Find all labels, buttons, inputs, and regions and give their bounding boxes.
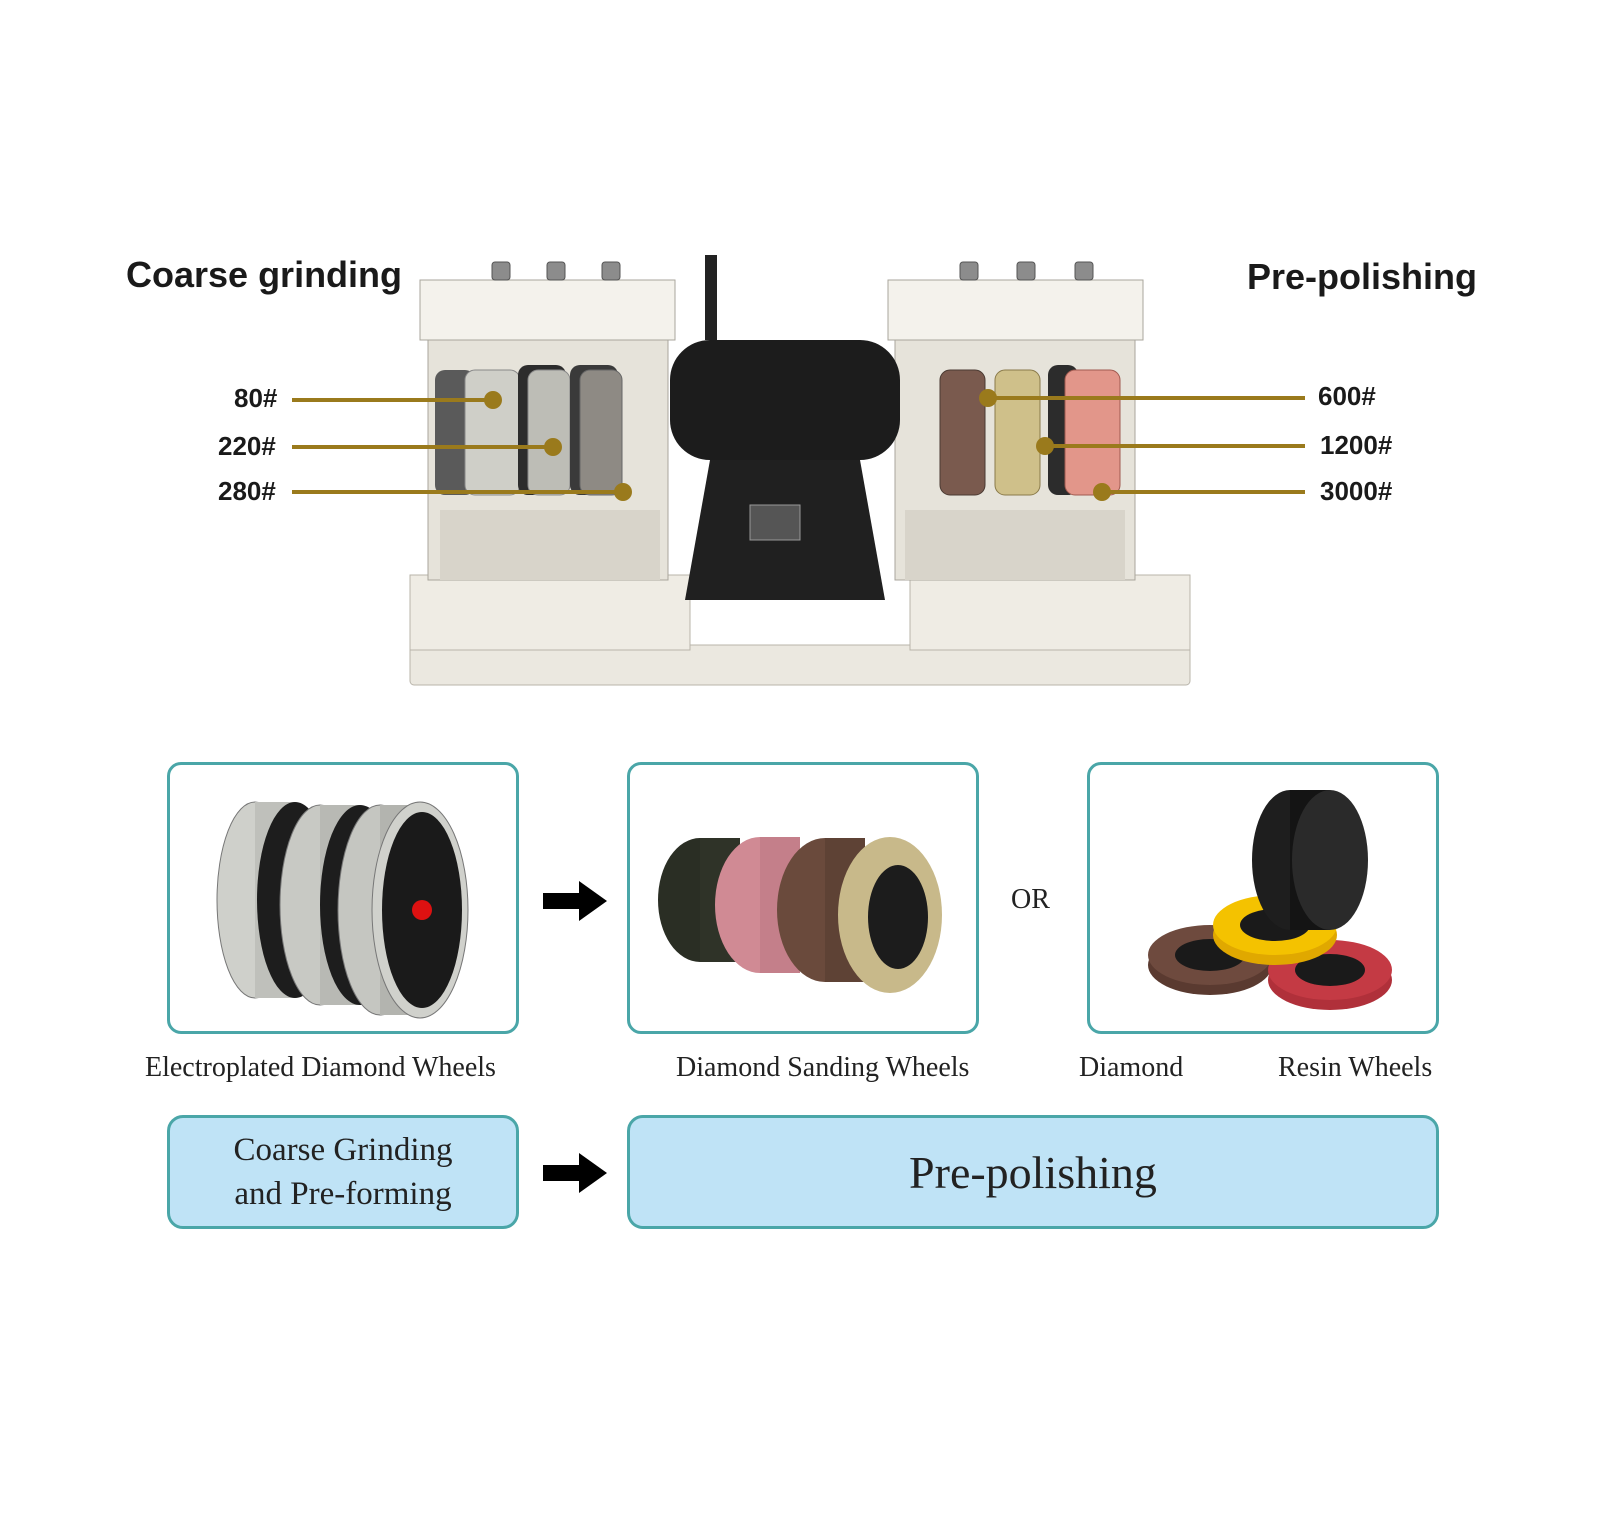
sanding-caption: Diamond Sanding Wheels <box>676 1052 970 1083</box>
coarse-grinding-stage: Coarse Grinding and Pre-forming <box>167 1115 519 1229</box>
grit-label-1200: 1200# <box>1320 430 1393 460</box>
grit-label-80: 80# <box>234 383 278 413</box>
arrow-right-icon <box>543 881 607 921</box>
sanding-wheels-image <box>658 837 942 993</box>
resin-wheels-image <box>1148 790 1392 1010</box>
grit-marker-220 <box>544 438 562 456</box>
grit-marker-600 <box>979 389 997 407</box>
arrow-right-icon <box>543 1153 607 1193</box>
electroplated-wheels-image <box>216 801 469 1019</box>
coarse-stage-line2: and Pre-forming <box>234 1176 452 1212</box>
coarse-grinding-title: Coarse grinding <box>126 254 403 295</box>
grit-leader-280 <box>292 490 622 494</box>
grit-leader-1200 <box>1040 444 1305 448</box>
electroplated-wheels-card <box>167 762 519 1034</box>
resin-caption-right: Resin Wheels <box>1278 1052 1433 1083</box>
grit-marker-1200 <box>1036 437 1054 455</box>
sanding-wheels-card <box>627 762 979 1034</box>
polishing-machine-illustration <box>409 255 1191 686</box>
resin-wheels-card <box>1087 762 1439 1034</box>
pre-polishing-title: Pre-polishing <box>1247 256 1478 297</box>
pre-polishing-stage-label: Pre-polishing <box>909 1146 1157 1198</box>
grit-leader-3000 <box>1097 490 1305 494</box>
coarse-stage-line1: Coarse Grinding <box>233 1132 453 1168</box>
electroplated-caption: Electroplated Diamond Wheels <box>145 1052 496 1083</box>
grit-leader-600 <box>983 396 1305 400</box>
resin-caption-left: Diamond <box>1079 1052 1184 1083</box>
grit-marker-280 <box>614 483 632 501</box>
grit-label-280: 280# <box>218 476 276 506</box>
grit-marker-80 <box>484 391 502 409</box>
grit-leader-220 <box>292 445 552 449</box>
grit-marker-3000 <box>1093 483 1111 501</box>
grit-label-220: 220# <box>218 431 276 461</box>
grit-label-600: 600# <box>1318 381 1376 411</box>
grit-label-3000: 3000# <box>1320 476 1393 506</box>
grit-leader-80 <box>292 398 492 402</box>
or-label: OR <box>1011 884 1050 915</box>
pre-polishing-stage: Pre-polishing <box>627 1115 1439 1229</box>
